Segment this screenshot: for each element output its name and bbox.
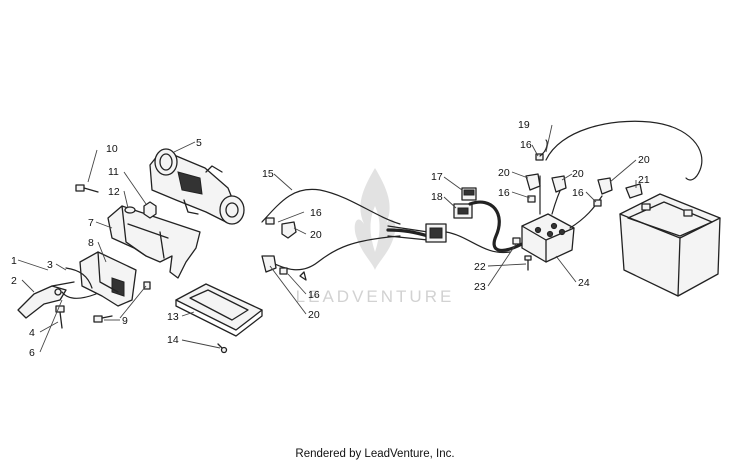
contactor-24 — [521, 213, 575, 263]
footer-credit: Rendered by LeadVenture, Inc. — [295, 448, 455, 460]
callout-23: 23 — [474, 281, 486, 293]
boot-20-upper — [281, 221, 297, 239]
callout-16-lower: 16 — [308, 289, 320, 301]
connector-17 — [461, 187, 477, 201]
bolt-4 — [55, 305, 65, 329]
nut-23 — [512, 237, 521, 245]
connector-18 — [453, 203, 473, 219]
cable-6 — [61, 291, 97, 299]
boot-20-a — [525, 173, 541, 191]
leader-lines — [17, 124, 637, 353]
callout-20-mid: 20 — [572, 168, 584, 180]
callout-12: 12 — [108, 186, 120, 198]
callout-15: 15 — [262, 168, 274, 180]
callout-14: 14 — [167, 334, 179, 346]
callout-20-right: 20 — [638, 154, 650, 166]
callout-11: 11 — [108, 166, 119, 178]
callout-16-top: 16 — [520, 139, 532, 151]
callout-24: 24 — [578, 277, 590, 289]
terminal-21 — [625, 183, 643, 199]
callout-20-left: 20 — [498, 167, 510, 179]
callout-3: 3 — [47, 259, 53, 271]
callout-20-lower: 20 — [308, 309, 320, 321]
boot-20-c — [597, 177, 613, 195]
leadventure-watermark: LEADVENTURE — [296, 168, 455, 306]
callout-16-right: 16 — [572, 187, 584, 199]
motor-lead-15 — [261, 188, 401, 225]
bolt-10 — [75, 184, 99, 193]
battery-cable-19 — [545, 120, 703, 181]
terminal-16-top — [535, 153, 544, 161]
callout-17: 17 — [431, 171, 443, 183]
screw-14 — [217, 343, 228, 354]
callout-6: 6 — [29, 347, 35, 359]
callout-19: 19 — [518, 119, 530, 131]
callout-2: 2 — [11, 275, 17, 287]
callout-21: 21 — [638, 174, 650, 186]
callout-18: 18 — [431, 191, 443, 203]
terminal-16-lower — [279, 267, 288, 275]
control-wire — [468, 200, 524, 253]
bolt-9 — [93, 315, 113, 323]
callout-9: 9 — [122, 315, 128, 327]
callout-labels: 1 2 3 4 5 6 7 8 9 10 11 12 13 14 15 16 1… — [11, 119, 650, 359]
screw-22 — [524, 255, 532, 271]
callout-1: 1 — [11, 255, 17, 267]
callout-20-upper: 20 — [310, 229, 322, 241]
wire-harness — [386, 228, 430, 238]
winch-mount-bracket — [107, 205, 201, 279]
watermark-text: LEADVENTURE — [296, 287, 455, 306]
terminal-16-mid — [527, 195, 536, 203]
callout-13: 13 — [167, 311, 179, 323]
battery — [619, 193, 721, 297]
cable-3 — [65, 267, 93, 289]
nut-11 — [143, 201, 157, 219]
terminal-16-right — [593, 199, 602, 207]
callout-16-upper: 16 — [310, 207, 322, 219]
callout-10: 10 — [106, 143, 118, 155]
control-lever — [17, 281, 75, 319]
callout-16-mid: 16 — [498, 187, 510, 199]
callout-22: 22 — [474, 261, 486, 273]
terminal-16-upper — [265, 217, 275, 225]
callout-5: 5 — [196, 137, 202, 149]
mounting-plate — [175, 283, 263, 337]
winch-motor — [149, 148, 245, 225]
callout-7: 7 — [88, 217, 94, 229]
washer-12 — [124, 206, 136, 214]
harness-connector — [425, 223, 447, 243]
boot-20-lower — [261, 255, 277, 273]
callout-8: 8 — [88, 237, 94, 249]
bolt-9b — [143, 281, 151, 290]
lever-bracket — [79, 251, 137, 307]
callout-4: 4 — [29, 327, 35, 339]
